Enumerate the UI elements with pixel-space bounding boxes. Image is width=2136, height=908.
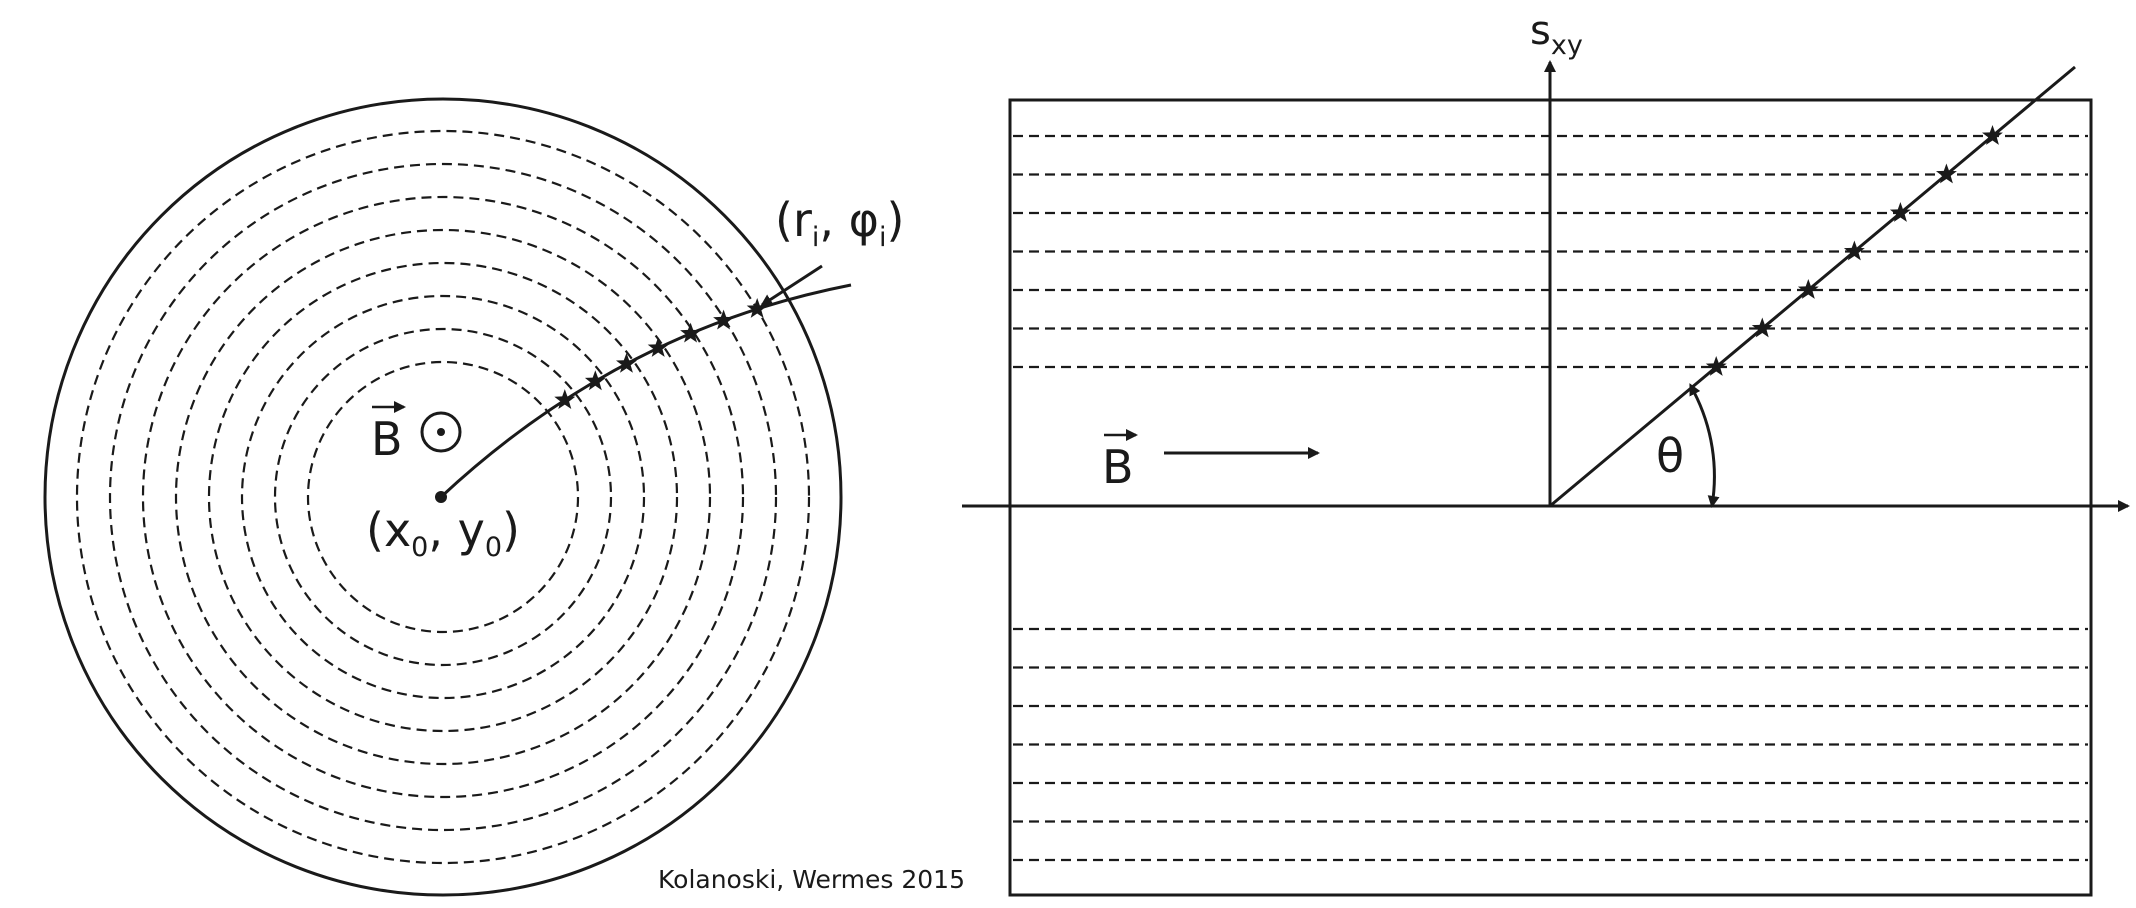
hit-marker	[713, 309, 734, 330]
origin-label: (x0, y0)	[366, 503, 520, 563]
hit-marker	[1843, 240, 1865, 261]
hit-marker	[554, 389, 576, 409]
hit-marker	[746, 298, 768, 318]
hit-label: (ri, φi)	[775, 193, 904, 253]
hit-marker	[647, 337, 669, 357]
detector-layer	[273, 327, 613, 667]
hit-marker	[616, 352, 637, 373]
transverse-view-panel: B (x0, y0) (ri, φi) Kolanoski, Wermes 20…	[43, 97, 965, 897]
track-hits	[1705, 125, 2003, 376]
hit-marker	[1705, 356, 1727, 376]
hit-marker	[1982, 125, 2003, 145]
detector-layer	[306, 360, 580, 634]
track-hits	[554, 298, 768, 409]
field-label: B	[371, 412, 403, 466]
particle-track-curve	[439, 283, 852, 499]
hit-marker	[584, 370, 606, 391]
detector-layer	[108, 162, 778, 832]
longitudinal-view-panel: sxy θ B	[962, 8, 2130, 897]
hit-marker	[1889, 202, 1911, 222]
out-of-page-symbol-icon	[420, 411, 462, 453]
detector-layer	[141, 195, 745, 799]
detector-layer	[240, 294, 646, 700]
hit-label-pointer	[760, 264, 823, 307]
hit-marker	[680, 322, 701, 343]
origin-point	[435, 491, 447, 503]
detector-layers	[75, 129, 811, 865]
magnetic-field-out-of-page: B	[371, 401, 462, 466]
hit-marker	[1797, 279, 1819, 299]
out-of-page-dot	[437, 428, 445, 436]
detector-layer	[174, 228, 712, 766]
magnetic-field-along-axis: B	[1102, 429, 1320, 494]
credit-text: Kolanoski, Wermes 2015	[658, 865, 965, 894]
vertical-axis-label: sxy	[1530, 8, 1583, 61]
detector-layer	[75, 129, 811, 865]
angle-label: θ	[1656, 429, 1684, 483]
detector-layer	[207, 261, 679, 733]
hit-marker	[1751, 317, 1773, 338]
field-label: B	[1102, 440, 1134, 494]
angle-arc	[1689, 383, 1720, 508]
detector-outer-boundary	[43, 97, 843, 897]
hit-marker	[1936, 163, 1957, 184]
